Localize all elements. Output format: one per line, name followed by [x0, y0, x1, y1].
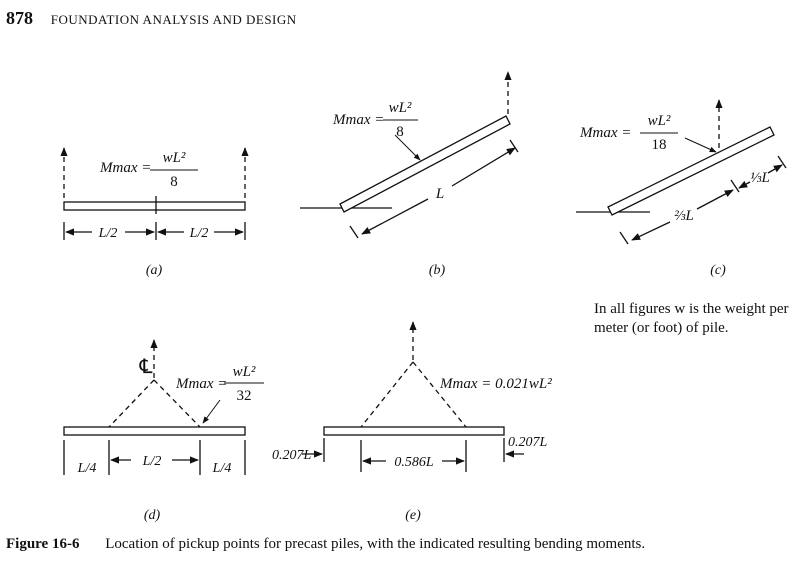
panel-label-a: (a) — [146, 263, 163, 278]
dimension-right-a: L/2 — [189, 226, 209, 241]
caption-text: Location of pickup points for precast pi… — [105, 536, 646, 552]
sling-line — [108, 379, 155, 428]
figure-caption: Figure 16-6 Location of pickup points fo… — [6, 536, 645, 553]
pile-e — [323, 426, 505, 436]
page-header: 878 FOUNDATION ANALYSIS AND DESIGN — [6, 8, 297, 29]
weight-note: In all figures w is the weight per meter… — [594, 301, 789, 336]
panel-a — [60, 147, 249, 240]
dimension-left-d: L/4 — [77, 461, 97, 476]
dimension-right-d: L/4 — [212, 461, 232, 476]
panel-label-e: (e) — [405, 508, 421, 523]
moment-denominator-b: 8 — [396, 124, 404, 140]
running-title: FOUNDATION ANALYSIS AND DESIGN — [50, 12, 297, 27]
dimension-mid-e: 0.586L — [394, 455, 434, 470]
panel-d — [63, 339, 264, 475]
dimension-left-a: L/2 — [98, 226, 118, 241]
centerline-symbol-icon: ℄ — [139, 356, 153, 378]
moment-denominator-c: 18 — [652, 137, 667, 153]
moment-numerator-a: wL² — [163, 150, 186, 166]
panel-label-b: (b) — [429, 263, 446, 278]
moment-label-c: Mmax = — [579, 125, 631, 141]
sling-line — [360, 361, 414, 428]
moment-numerator-b: wL² — [389, 100, 412, 116]
dimension-mid-d: L/2 — [142, 454, 162, 469]
pile-b — [339, 115, 511, 213]
dimension-right-e: 0.207L — [508, 435, 548, 450]
dimension-two-thirds-c: ⅔L — [674, 208, 694, 224]
panel-e — [302, 321, 524, 472]
pile-a — [63, 201, 246, 211]
leader-arrow — [684, 137, 717, 153]
moment-label-d: Mmax = — [175, 376, 227, 392]
panel-b — [300, 71, 519, 239]
sling-line — [153, 379, 201, 428]
panel-label-d: (d) — [144, 508, 161, 523]
dimension-one-third-c: ⅓L — [750, 170, 770, 186]
moment-denominator-a: 8 — [170, 174, 178, 190]
moment-label-e: Mmax = 0.021wL² — [439, 376, 552, 392]
moment-label-a: Mmax = — [99, 160, 151, 176]
leader-arrow — [202, 399, 221, 424]
sling-line — [412, 361, 467, 428]
page-number: 878 — [6, 8, 33, 28]
moment-denominator-d: 32 — [237, 388, 252, 404]
moment-label-b: Mmax = — [332, 112, 384, 128]
panel-label-c: (c) — [710, 263, 726, 278]
moment-numerator-d: wL² — [233, 364, 256, 380]
moment-numerator-c: wL² — [648, 113, 671, 129]
figure-label: Figure 16-6 — [6, 536, 80, 552]
pile-d — [63, 426, 246, 436]
pile-c — [607, 126, 775, 216]
leader-arrow — [394, 134, 421, 161]
dimension-length-b: L — [435, 186, 444, 202]
dimension-left-e: 0.207L — [272, 448, 312, 463]
panel-c — [576, 99, 787, 245]
